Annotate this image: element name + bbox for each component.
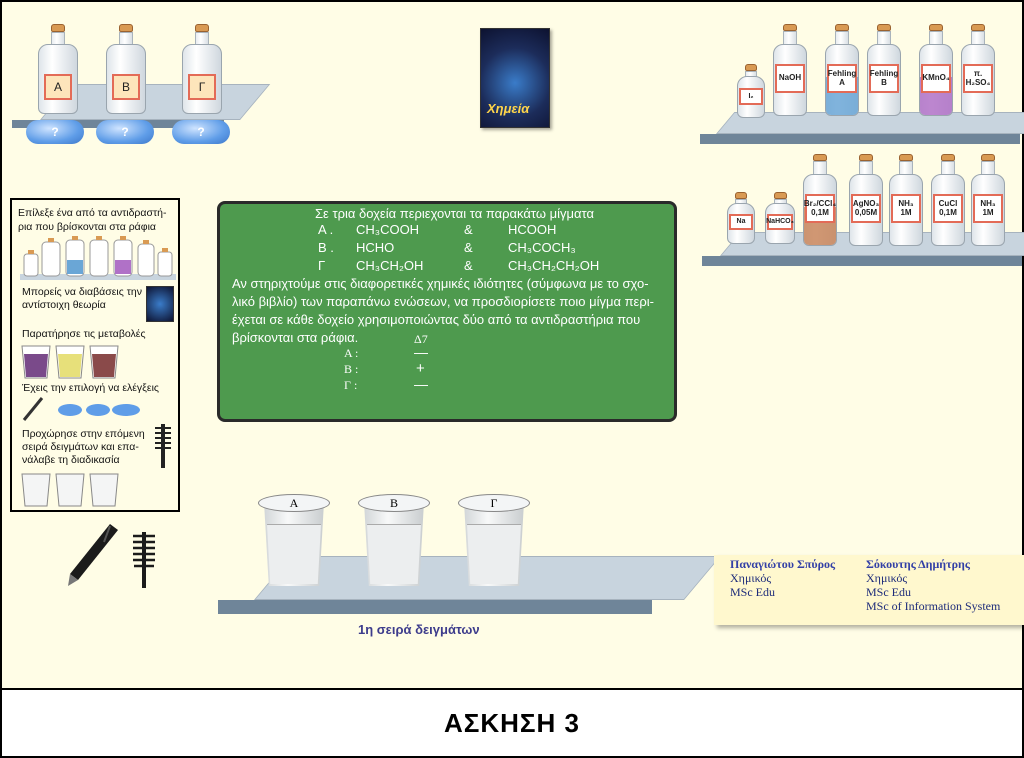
theory-book[interactable]: Χημεία: [480, 28, 550, 128]
pen-tool-icon[interactable]: [64, 522, 120, 588]
results-header: Δ7: [414, 332, 428, 346]
question-line-3: έχεται σε κάθε δοχείο χρησιμοποιώντας δύ…: [232, 312, 641, 327]
reagent-bottle-bottom-2[interactable]: NaHCO₃: [764, 192, 796, 244]
reagent-bottle-bottom-1[interactable]: Na: [726, 192, 756, 244]
reagent-label: NH₃ 1M: [973, 194, 1003, 223]
reagent-bottle-top-3[interactable]: Fehling A: [824, 24, 860, 116]
sample-series-caption: 1η σειρά δειγμάτων: [358, 622, 480, 637]
board-heading: Σε τρια δοχεία περιεχονται τα παρακάτω μ…: [315, 206, 594, 221]
mixture-c-compound-1: CH₃CH₂OH: [356, 258, 424, 273]
exercise-footer: ΑΣΚΗΣΗ 3: [0, 688, 1024, 758]
mixture-c-amp: &: [464, 258, 473, 273]
reagent-label: Fehling B: [869, 64, 899, 93]
mini-book-icon: [146, 286, 174, 322]
reagent-label: Fehling A: [827, 64, 857, 93]
reagent-label: Na: [729, 214, 753, 230]
reagent-bottle-bottom-6[interactable]: CuCl 0,1M: [930, 154, 966, 246]
mini-reagent-shelf-icon: [20, 236, 176, 280]
result-b-mark: +: [416, 360, 425, 377]
result-a-mark: —: [414, 344, 428, 360]
check-button-c[interactable]: ?: [172, 120, 230, 144]
mixture-b-compound-1: HCHO: [356, 240, 395, 255]
reagent-shelf-bottom: [702, 232, 1024, 272]
simulation-stage: Α Β Γ ? ? ? Χημεία Επίλεξε ένα από τα αν…: [0, 0, 1024, 690]
brush-tool-icon[interactable]: [132, 532, 156, 588]
instruction-step-4: Έχεις την επιλογή να ελέγξεις: [22, 382, 159, 394]
sample-cup-c[interactable]: Γ: [458, 494, 530, 590]
reagent-label: NaOH: [775, 64, 805, 93]
reagent-bottle-bottom-3[interactable]: Br₂/CCl₄ 0,1M: [802, 154, 838, 246]
instruction-step-1: Επίλεξε ένα από τα αντιδραστή-ρια που βρ…: [18, 207, 167, 233]
author-1-degree: MSc Edu: [730, 585, 775, 599]
reagent-bottle-bottom-5[interactable]: NH₃ 1M: [888, 154, 924, 246]
result-c-id: Γ :: [344, 378, 358, 392]
reagent-label: π. H₂SO₄: [963, 64, 993, 93]
reagent-bottle-top-5[interactable]: KMnO₄: [918, 24, 954, 116]
reagent-bottle-bottom-7[interactable]: NH₃ 1M: [970, 154, 1006, 246]
mini-cups-icon: [21, 345, 119, 379]
exercise-title: ΑΣΚΗΣΗ 3: [444, 707, 580, 738]
mixture-a-compound-1: CH₃COOH: [356, 222, 420, 237]
question-line-2: λικό βιβλίο) των παραπάνω ενώσεων, να πρ…: [232, 294, 654, 309]
result-b-id: Β :: [344, 362, 359, 376]
reagent-bottle-top-4[interactable]: Fehling B: [866, 24, 902, 116]
sample-bottle-a[interactable]: Α: [36, 24, 80, 114]
instructions-panel: Επίλεξε ένα από τα αντιδραστή-ρια που βρ…: [10, 198, 180, 512]
brush-icon: [155, 424, 171, 468]
problem-chalkboard: Σε τρια δοχεία περιεχονται τα παρακάτω μ…: [217, 201, 677, 422]
reagent-label: NH₃ 1M: [891, 194, 921, 223]
reagent-bottle-top-6[interactable]: π. H₂SO₄: [960, 24, 996, 116]
pen-and-pills-icon: [22, 397, 140, 421]
reagent-bottle-top-2[interactable]: NaOH: [772, 24, 808, 116]
cup-label: Γ: [490, 496, 498, 510]
author-2-degree-2: MSc of Information System: [866, 599, 1001, 613]
instruction-step-5: Προχώρησε στην επόμενη σειρά δειγμάτων κ…: [22, 428, 145, 466]
result-c-mark: —: [414, 376, 428, 392]
bottle-label: Β: [112, 74, 140, 100]
reagent-label: AgNO₃ 0,05M: [851, 194, 881, 223]
mixture-b-amp: &: [464, 240, 473, 255]
sample-cup-b[interactable]: Β: [358, 494, 430, 590]
mini-empty-cups-icon: [21, 473, 119, 507]
question-line-1: Αν στηριχτούμε στις διαφορετικές χημικές…: [232, 276, 649, 291]
mixture-a-id: Α .: [318, 222, 334, 237]
book-title: Χημεία: [487, 101, 530, 116]
sample-cup-a[interactable]: Α: [258, 494, 330, 590]
reagent-label: I₂: [739, 88, 763, 105]
author-2-role: Χημικός: [866, 571, 908, 585]
instruction-step-3: Παρατήρησε τις μεταβολές: [22, 328, 146, 340]
check-button-a[interactable]: ?: [26, 120, 84, 144]
mixture-b-id: Β .: [318, 240, 334, 255]
bottle-label: Α: [44, 74, 72, 100]
reagent-bottle-bottom-4[interactable]: AgNO₃ 0,05M: [848, 154, 884, 246]
mixture-a-compound-2: HCOOH: [508, 222, 557, 237]
bottle-label: Γ: [188, 74, 216, 100]
mixture-b-compound-2: CH₃COCH₃: [508, 240, 576, 255]
reagent-bottle-top-1[interactable]: I₂: [736, 64, 766, 118]
sample-bottle-c[interactable]: Γ: [180, 24, 224, 114]
check-button-b[interactable]: ?: [96, 120, 154, 144]
credits-card: Παναγιώτου Σπύρος Χημικός MSc Edu Σόκουτ…: [714, 555, 1024, 625]
reagent-label: CuCl 0,1M: [933, 194, 963, 223]
mixture-c-compound-2: CH₃CH₂CH₂OH: [508, 258, 600, 273]
instruction-step-2: Μπορείς να διαβάσεις την αντίστοιχη θεωρ…: [22, 286, 142, 311]
author-2-name: Σόκουτης Δημήτρης: [866, 557, 970, 571]
question-line-4: βρίσκονται στα ράφια.: [232, 330, 359, 345]
sample-bottle-b[interactable]: Β: [104, 24, 148, 114]
reagent-label: Br₂/CCl₄ 0,1M: [804, 194, 836, 223]
author-1-role: Χημικός: [730, 571, 772, 585]
cup-label: Α: [289, 496, 299, 510]
result-a-id: Α :: [344, 346, 359, 360]
mixture-c-id: Γ: [318, 258, 326, 273]
author-1-name: Παναγιώτου Σπύρος: [730, 557, 836, 571]
sample-shelf: [218, 556, 721, 616]
mixture-a-amp: &: [464, 222, 473, 237]
author-2-degree: MSc Edu: [866, 585, 911, 599]
reagent-shelf-top: [700, 112, 1024, 152]
cup-label: Β: [389, 496, 398, 510]
reagent-label: KMnO₄: [921, 64, 951, 93]
reagent-label: NaHCO₃: [766, 214, 794, 230]
